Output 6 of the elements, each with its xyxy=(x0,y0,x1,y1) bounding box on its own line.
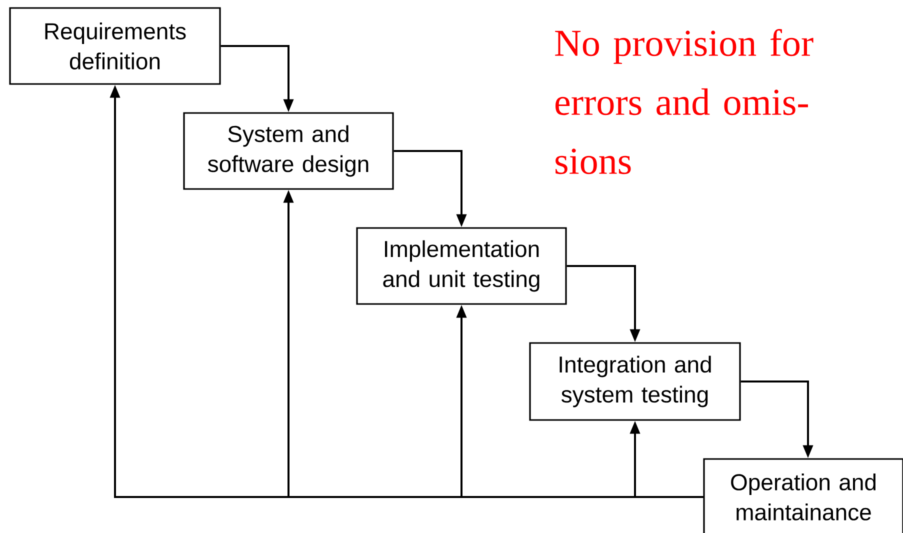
process-box: Implementation and unit testing xyxy=(356,227,567,305)
process-box: Requirements definition xyxy=(9,7,221,85)
process-box: System and software design xyxy=(183,112,394,190)
process-box: Operation and maintainance xyxy=(703,458,903,533)
process-box: Integration and system testing xyxy=(529,342,741,421)
note-text: No provision for errors and omis- sions xyxy=(555,29,814,174)
